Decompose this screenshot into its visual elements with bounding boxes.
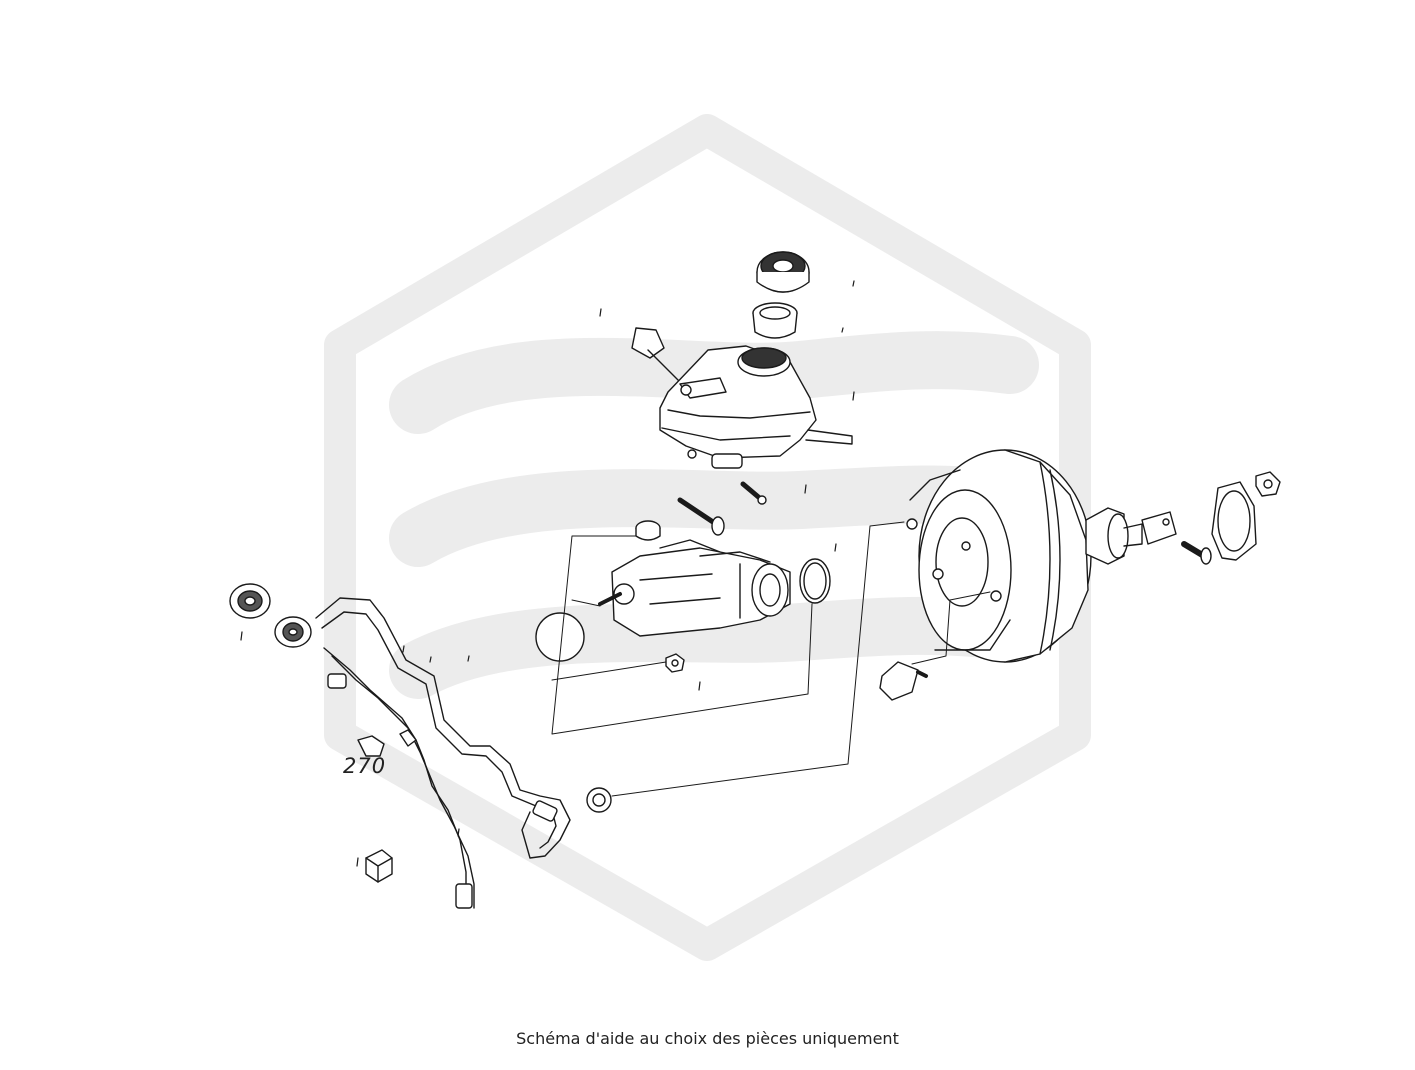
brake-fluid-reservoir: [659, 345, 853, 469]
diagram-caption: Schéma d'aide au choix des pièces unique…: [516, 1029, 899, 1048]
hose-connector: [327, 673, 558, 909]
reservoir-cap: [756, 251, 810, 293]
seal-ring: [799, 558, 831, 604]
leader-lines: [551, 521, 991, 797]
check-valve: [229, 583, 271, 619]
reservoir-bolt: [677, 497, 725, 536]
retaining-pin: [740, 481, 767, 505]
reference-ticks: [240, 280, 855, 867]
grommet: [274, 616, 312, 648]
flange-nut: [1255, 471, 1281, 497]
hose-clip: [357, 735, 385, 757]
hex-nut: [665, 653, 685, 673]
bulkhead-grommet: [586, 787, 612, 813]
reservoir-grommet: [635, 520, 661, 541]
part-callout-label: 270: [343, 754, 387, 778]
detail-bubble: [535, 612, 585, 662]
hose-sleeve: [365, 849, 393, 883]
clevis-pin: [1181, 541, 1212, 565]
vacuum-sensor: [879, 661, 928, 701]
booster-pushrod: [1085, 507, 1177, 565]
master-cylinder: [598, 539, 791, 637]
filter-strainer: [752, 302, 798, 339]
brake-booster: [906, 449, 1092, 663]
booster-gasket: [1211, 481, 1257, 561]
